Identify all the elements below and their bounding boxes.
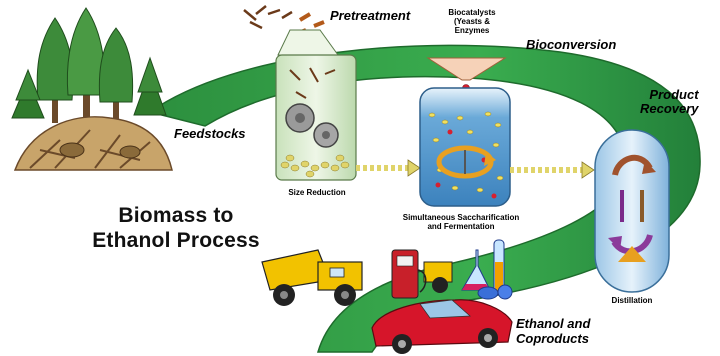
red-car-illustration	[371, 299, 513, 354]
pretreatment-vessel-illustration	[243, 5, 357, 181]
process-ribbon	[148, 44, 701, 353]
biocatalysts-label: Biocatalysts (Yeasts & Enzymes	[432, 8, 512, 35]
ethanol-line1: Ethanol and	[516, 316, 591, 331]
bioconversion-label: Bioconversion	[526, 37, 617, 52]
flow-arrow-to-distillation	[510, 161, 595, 179]
distillation-label: Distillation	[611, 296, 653, 305]
ssf-line2: and Fermentation	[427, 222, 495, 231]
dump-truck-illustration	[261, 249, 453, 306]
lab-flasks-illustration	[461, 239, 513, 300]
feedstock-trees-illustration	[11, 7, 173, 171]
biocatalysts-line2: (Yeasts &	[453, 17, 491, 26]
title-line2: Ethanol Process	[92, 229, 260, 252]
ethanol-line2: Coproducts	[516, 331, 589, 346]
size-reduction-label: Size Reduction	[288, 188, 346, 197]
biocatalysts-line3: Enzymes	[454, 26, 490, 35]
distillation-column-illustration	[594, 129, 670, 293]
title-line1: Biomass to	[118, 204, 234, 227]
flow-arrow-to-ssf	[356, 159, 421, 177]
pretreatment-label: Pretreatment	[330, 8, 411, 23]
ssf-line1: Simultaneous Saccharification	[402, 213, 520, 222]
ethanol-coproducts-label: Ethanol and Coproducts	[516, 316, 590, 346]
fuel-pump-illustration	[391, 249, 427, 299]
product-recovery-label: Product Recovery	[640, 88, 699, 116]
ssf-tank-illustration	[419, 87, 511, 207]
product-recovery-line1: Product	[649, 87, 699, 102]
feedstocks-label: Feedstocks	[174, 126, 246, 141]
biocatalysts-line1: Biocatalysts	[448, 8, 496, 17]
ssf-label: Simultaneous Saccharification and Fermen…	[386, 213, 536, 231]
product-recovery-line2: Recovery	[640, 101, 699, 116]
diagram-title: Biomass to Ethanol Process	[68, 203, 284, 253]
